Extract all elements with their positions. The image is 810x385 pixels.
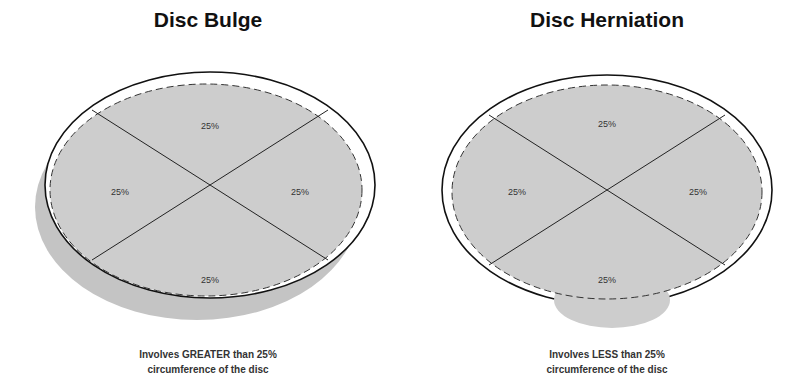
quadrant-line	[489, 115, 725, 265]
disc-outline	[442, 75, 772, 305]
panel-title: Disc Bulge	[154, 8, 263, 32]
quadrant-percent: 25%	[689, 187, 707, 197]
panel-title: Disc Herniation	[530, 8, 684, 32]
quadrant-percent: 25%	[508, 187, 526, 197]
quadrant-percent: 25%	[111, 187, 129, 197]
quadrant-percent: 25%	[201, 121, 219, 131]
quadrant-percent: 25%	[291, 187, 309, 197]
quadrant-line	[489, 115, 725, 265]
disc-nucleus	[452, 85, 762, 299]
caption-note: Involves LESS than 25% circumference of …	[520, 347, 695, 377]
disc-nucleus	[50, 84, 362, 296]
caption-note: Involves GREATER than 25% circumference …	[121, 347, 296, 377]
disc-outline	[45, 72, 375, 298]
quadrant-line	[92, 110, 328, 260]
quadrant-percent: 25%	[598, 119, 616, 129]
quadrant-percent: 25%	[598, 275, 616, 285]
quadrant-percent: 25%	[201, 275, 219, 285]
quadrant-line	[92, 110, 328, 260]
